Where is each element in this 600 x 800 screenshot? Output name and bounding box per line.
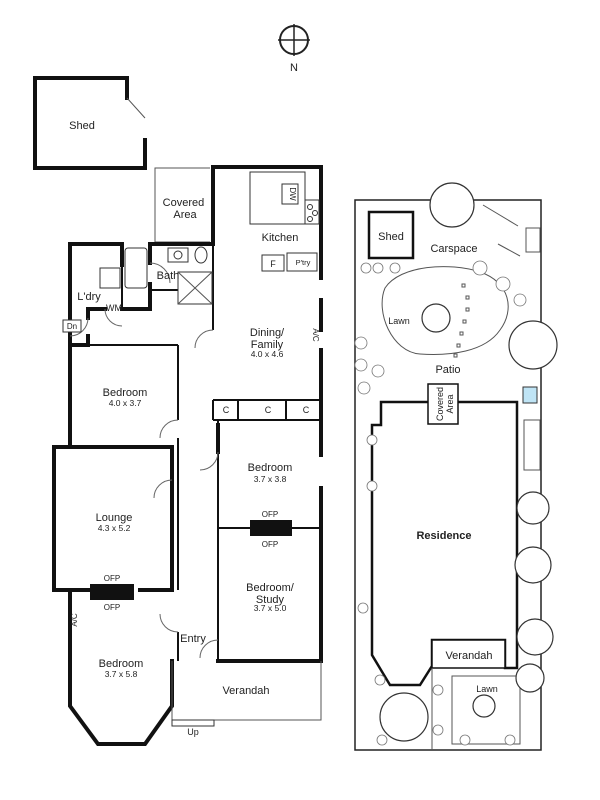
garden-stepping-stones <box>453 283 470 358</box>
fireplace-label: OFP <box>104 603 120 612</box>
room-label-bedroom-3: Bedroom <box>99 658 144 670</box>
site-label-shed: Shed <box>378 231 404 243</box>
room-label-verandah: Verandah <box>222 685 269 697</box>
room-label-kitchen: Kitchen <box>262 232 299 244</box>
room-label-bath: Bath <box>157 270 180 282</box>
room-dims-bedroom-3: 3.7 x 5.8 <box>105 669 138 679</box>
room-label-shed: Shed <box>69 120 95 132</box>
room-label-entry: Entry <box>180 633 206 645</box>
cupboards: C C C <box>223 405 310 415</box>
fireplace-label: OFP <box>104 574 120 583</box>
fireplace-label: OFP <box>262 540 278 549</box>
room-dims-lounge: 4.3 x 5.2 <box>98 523 131 533</box>
compass-label: N <box>290 62 298 74</box>
site-label-covered-area: CoveredArea <box>435 387 455 421</box>
site-label-back-lawn: Lawn <box>388 316 410 326</box>
site-label-front-lawn: Lawn <box>476 684 498 694</box>
dishwasher-label: DW <box>288 187 297 201</box>
room-dims-bedroom-1: 4.0 x 3.7 <box>109 398 142 408</box>
site-verandah <box>431 639 506 669</box>
aircon-label: A/C <box>70 613 79 627</box>
cupboard-label: C <box>223 405 230 415</box>
site-covered-area <box>427 383 459 425</box>
site-shed <box>367 210 415 260</box>
room-label-bedroom-1: Bedroom <box>103 387 148 399</box>
kitchen-fixtures: DW F P'try <box>249 171 320 272</box>
down-label: Dn <box>67 322 77 331</box>
room-dims-dining-family: 4.0 x 4.6 <box>251 349 284 359</box>
washing-machine-label: WM <box>106 303 122 313</box>
site-labels: Shed Carspace Lawn Patio CoveredArea Res… <box>378 231 498 694</box>
cupboard-label: C <box>265 405 272 415</box>
aircon-label: A/C <box>311 328 320 342</box>
water-tank <box>522 386 538 404</box>
room-label-dining-family: Dining/Family <box>250 327 285 351</box>
bath-fixtures <box>124 246 213 305</box>
site-label-residence: Residence <box>416 530 471 542</box>
site-shrubs <box>354 260 527 746</box>
pantry-label: P'try <box>296 258 311 267</box>
site-label-carspace: Carspace <box>430 243 477 255</box>
north-compass: N <box>278 24 310 74</box>
laundry-fixtures: WM Dn <box>62 267 122 333</box>
fireplaces: OFP OFP OFP OFP <box>90 510 292 612</box>
room-label-covered-area: Covered Area <box>163 197 208 221</box>
house-outer-walls <box>52 165 323 746</box>
shed-building <box>33 76 147 170</box>
fridge-label: F <box>270 259 276 269</box>
back-lawn-outline <box>381 266 509 355</box>
room-label-bedroom-2: Bedroom <box>248 462 293 474</box>
room-labels: Shed Covered Area Kitchen Bath L'dry Din… <box>69 120 298 697</box>
room-label-laundry: L'dry <box>77 291 101 303</box>
room-label-bedroom-study: Bedroom/Study <box>246 582 295 606</box>
room-label-lounge: Lounge <box>96 512 133 524</box>
site-label-verandah: Verandah <box>445 650 492 662</box>
site-plan: Shed Carspace Lawn Patio CoveredArea Res… <box>354 182 558 751</box>
door-swings <box>69 262 219 659</box>
site-trees <box>379 182 558 742</box>
fireplace-label: OFP <box>262 510 278 519</box>
room-dims-bedroom-study: 3.7 x 5.0 <box>254 603 287 613</box>
verandah-floor: Up <box>171 661 322 737</box>
site-label-patio: Patio <box>435 364 460 376</box>
up-label: Up <box>187 727 199 737</box>
room-dims-bedroom-2: 3.7 x 3.8 <box>254 474 287 484</box>
cupboard-label: C <box>303 405 310 415</box>
floor-plan: DW F P'try WM Dn C C C <box>33 76 323 746</box>
